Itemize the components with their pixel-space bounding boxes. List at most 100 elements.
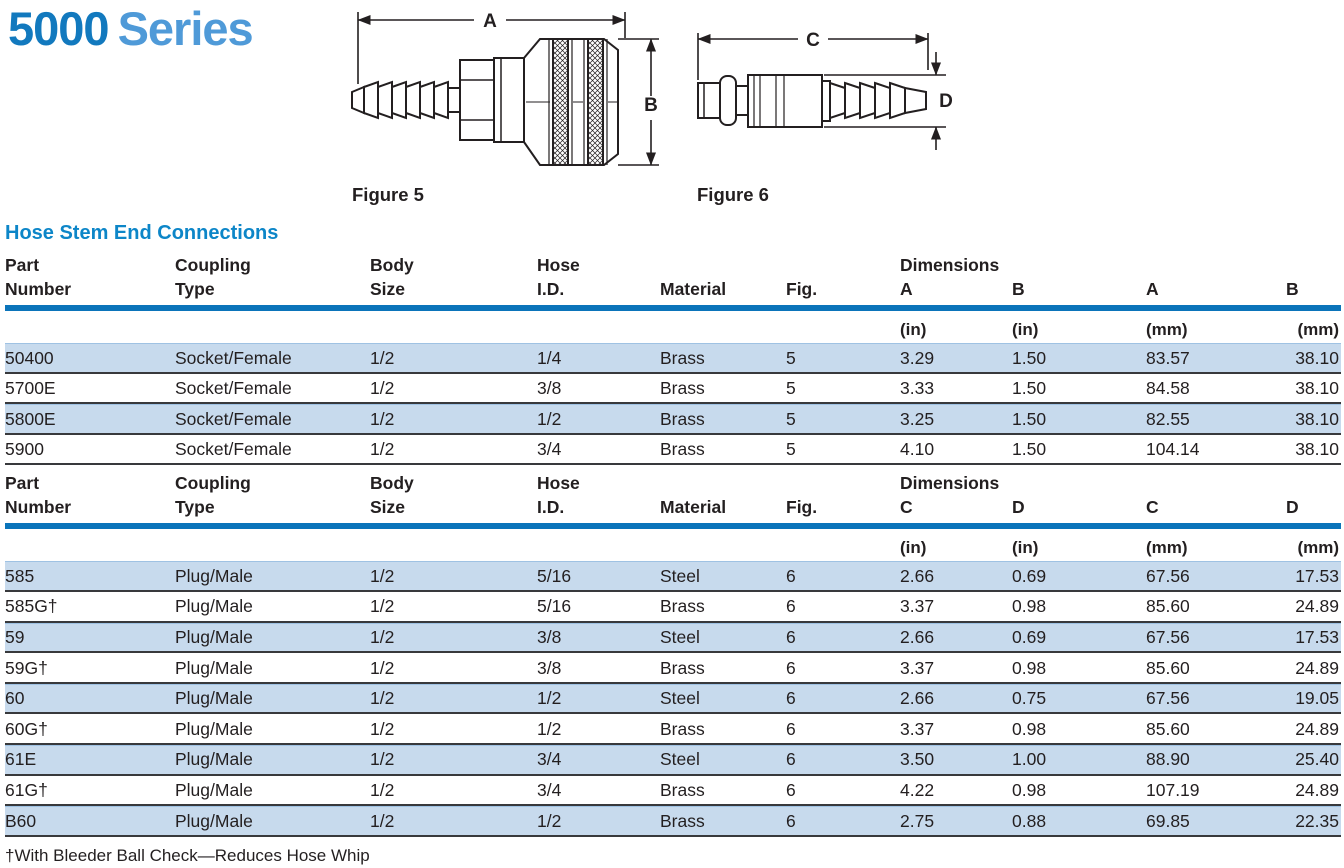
units-row: (in)(in)(mm)(mm): [5, 529, 1341, 561]
table-cell: Brass: [660, 378, 705, 399]
column-group-header: [786, 253, 900, 277]
dim-d-label: D: [939, 91, 953, 112]
table-cell: 0.88: [1012, 810, 1047, 831]
table-cell: 3/8: [537, 378, 562, 399]
table-cell: 3/4: [537, 749, 562, 770]
table-cell: 38.10: [1295, 408, 1339, 429]
table-cell: 1/2: [370, 780, 395, 801]
table-cell: 1/2: [537, 810, 562, 831]
column-header: C: [900, 497, 913, 518]
table-cell: 1/4: [537, 347, 562, 368]
table-cell: 24.89: [1295, 780, 1339, 801]
footnote: †With Bleeder Ball Check—Reduces Hose Wh…: [5, 845, 370, 865]
column-header: Material: [660, 497, 727, 518]
table-cell: 107.19: [1146, 780, 1200, 801]
column-header: A: [900, 279, 913, 299]
column-group-header: Hose: [537, 473, 580, 494]
table-cell: 0.98: [1012, 718, 1047, 739]
table-cell: 1/2: [537, 688, 562, 709]
column-header: Type: [175, 279, 215, 299]
figure-5: A B Figure 5: [350, 8, 666, 206]
table-cell: 3.37: [900, 718, 935, 739]
table-cell: 1/2: [370, 408, 395, 429]
table-cell: 0.69: [1012, 565, 1047, 586]
table-cell: Plug/Male: [175, 780, 253, 801]
table-cell: 1/2: [370, 565, 395, 586]
column-group-header: [660, 471, 786, 495]
column-header: Size: [370, 497, 406, 518]
table-cell: 6: [786, 596, 796, 617]
column-group-header: Hose: [537, 255, 580, 275]
column-group-header: Coupling: [175, 473, 251, 494]
table-cell: 24.89: [1295, 718, 1339, 739]
table-cell: 84.58: [1146, 378, 1190, 399]
dim-b-label: B: [644, 95, 658, 116]
table-cell: 5900: [5, 439, 44, 460]
column-header: Number: [5, 497, 72, 518]
table-cell: 2.66: [900, 688, 935, 709]
column-header: B: [1286, 279, 1299, 299]
column-group-header: Coupling: [175, 255, 251, 275]
table-cell: Socket/Female: [175, 378, 292, 399]
series-word: Series: [117, 2, 254, 55]
table-cell: Plug/Male: [175, 657, 253, 678]
table-cell: 85.60: [1146, 596, 1190, 617]
table-cell: B60: [5, 810, 37, 831]
table-cell: 85.60: [1146, 718, 1190, 739]
table-cell: 5: [786, 439, 796, 460]
figure-6: C D Figure 6: [688, 8, 988, 206]
table-cell: Plug/Male: [175, 749, 253, 770]
table-cell: 69.85: [1146, 810, 1190, 831]
table-cell: 1/2: [370, 596, 395, 617]
table-cell: 1/2: [537, 718, 562, 739]
unit-label: (mm): [1297, 320, 1339, 339]
unit-label: (mm): [1146, 320, 1188, 339]
table-cell: 38.10: [1295, 347, 1339, 368]
table-cell: 5700E: [5, 378, 56, 399]
table-cell: 585G†: [5, 596, 58, 617]
table-cell: 6: [786, 780, 796, 801]
table-cell: 6: [786, 627, 796, 648]
table-cell: Brass: [660, 347, 705, 368]
plug-coupling-drawing: C D: [697, 30, 953, 150]
table-cell: 25.40: [1295, 749, 1339, 770]
unit-label: (in): [900, 538, 927, 558]
table-cell: 60G†: [5, 718, 48, 739]
table-cell: Brass: [660, 408, 705, 429]
header-rule: [5, 523, 1341, 530]
table-cell: 6: [786, 565, 796, 586]
column-group-header: Body: [370, 473, 414, 494]
table-cell: 1/2: [370, 749, 395, 770]
column-group-header: Body: [370, 255, 414, 275]
table-cell: 104.14: [1146, 439, 1200, 460]
column-group-header: Part: [5, 255, 40, 275]
table-cell: 5: [786, 347, 796, 368]
table-cell: 61G†: [5, 780, 48, 801]
table-cell: 2.75: [900, 810, 935, 831]
table-cell: Plug/Male: [175, 718, 253, 739]
table-cell: 6: [786, 657, 796, 678]
column-header: Fig.: [786, 497, 818, 518]
table-cell: 1/2: [370, 439, 395, 460]
table-cell: 5/16: [537, 596, 572, 617]
column-header: I.D.: [537, 497, 565, 518]
section-title: Hose Stem End Connections: [5, 222, 279, 244]
table-cell: 2.66: [900, 627, 935, 648]
table-cell: 38.10: [1295, 378, 1339, 399]
table-cell: 3.25: [900, 408, 935, 429]
table-cell: 6: [786, 688, 796, 709]
table-cell: 3.37: [900, 596, 935, 617]
dim-a-label: A: [483, 11, 497, 32]
table-cell: 1/2: [370, 718, 395, 739]
table-cell: 3/4: [537, 780, 562, 801]
table-cell: 67.56: [1146, 565, 1190, 586]
table-cell: Brass: [660, 657, 705, 678]
